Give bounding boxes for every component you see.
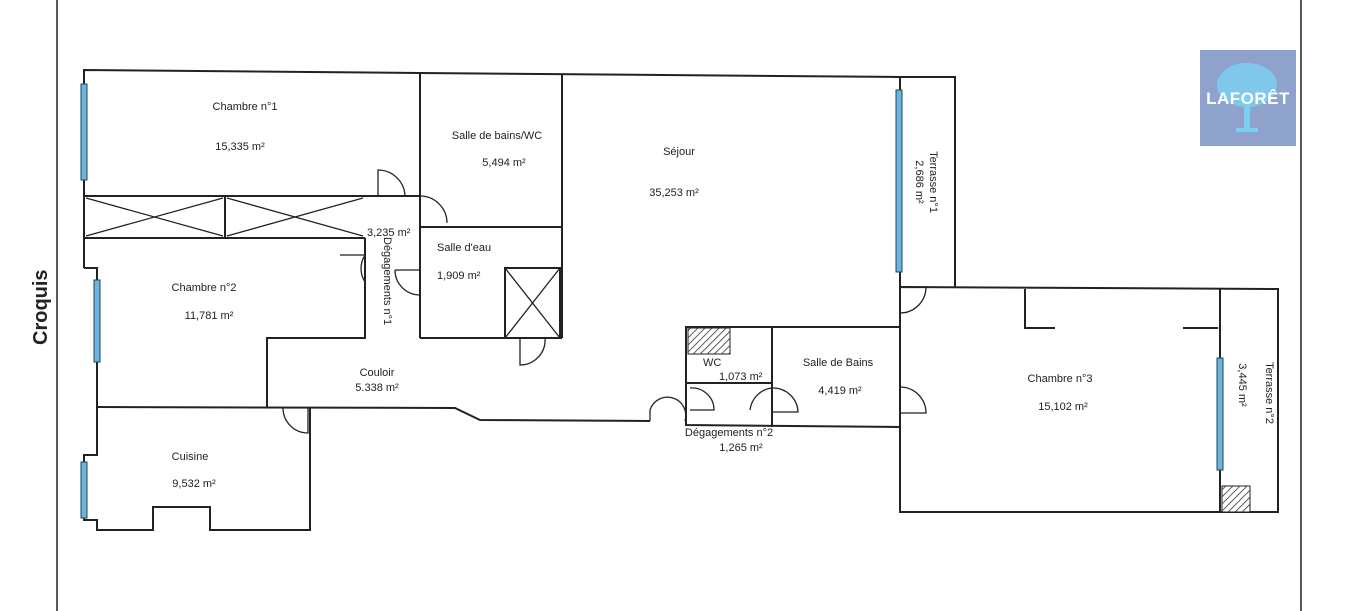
room-name: Salle de bains/WC — [452, 130, 543, 142]
room-area: 15,102 m² — [1038, 401, 1088, 413]
room-name: Dégagements n°2 — [685, 427, 773, 439]
doors — [282, 169, 927, 434]
room-name: Séjour — [663, 146, 695, 158]
room-name: Terrasse n°1 — [927, 151, 939, 213]
room-area: 35,253 m² — [649, 187, 699, 199]
logo-text: LAFORÊT — [1206, 89, 1290, 108]
room-area: 9,532 m² — [172, 478, 216, 490]
room-area: 1,073 m² — [719, 371, 763, 383]
room-name: Chambre n°3 — [1028, 373, 1093, 385]
room-name: Dégagements n°1 — [381, 237, 393, 325]
room-area: 11,781 m² — [185, 310, 234, 322]
room-area: 4,419 m² — [818, 385, 862, 397]
room-area: 5,494 m² — [482, 157, 526, 169]
room-area: 2,686 m² — [913, 160, 925, 204]
room-name: Salle d'eau — [437, 242, 491, 254]
room-labels: Chambre n°1 15,335 m² Salle de bains/WC … — [172, 101, 1275, 490]
sheet-title: Croquis — [30, 269, 52, 345]
room-name: Cuisine — [172, 451, 209, 463]
duct — [1221, 485, 1251, 513]
room-name: Couloir — [360, 367, 395, 379]
laforet-logo: LAFORÊT — [1200, 50, 1296, 146]
room-area: 5.338 m² — [355, 382, 399, 394]
room-name: Salle de Bains — [803, 357, 874, 369]
room-name: WC — [703, 357, 721, 369]
room-area: 15,335 m² — [215, 141, 265, 153]
room-area: 1,909 m² — [437, 270, 481, 282]
room-name: Terrasse n°2 — [1263, 362, 1275, 424]
room-area: 3,235 m² — [367, 227, 411, 239]
room-area: 3,445 m² — [1236, 363, 1248, 407]
room-name: Chambre n°1 — [213, 101, 278, 113]
walls — [83, 68, 1279, 531]
wc-fixture — [687, 327, 731, 355]
windows — [80, 83, 1224, 519]
tree-icon — [1217, 63, 1277, 132]
room-area: 1,265 m² — [719, 442, 763, 454]
room-name: Chambre n°2 — [172, 282, 237, 294]
